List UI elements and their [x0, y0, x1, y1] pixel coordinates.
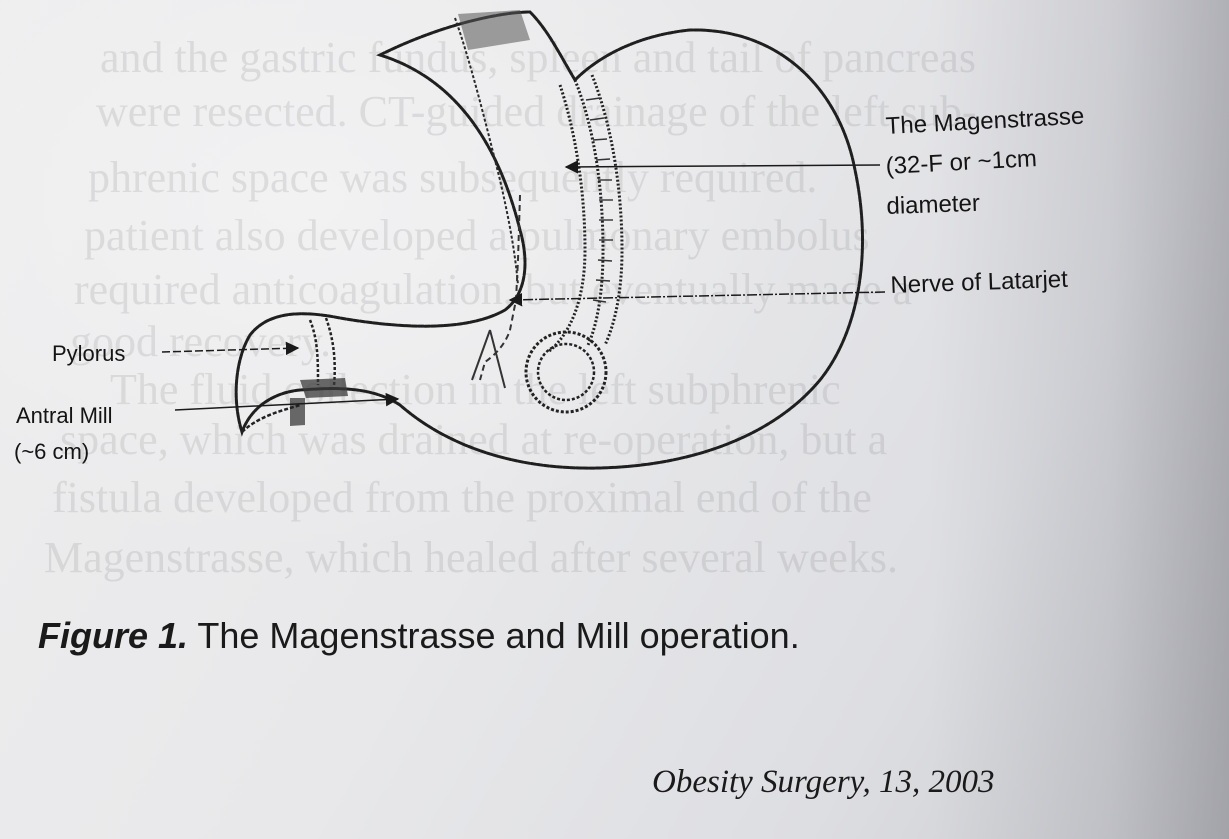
pylorus-leader [162, 348, 298, 352]
antral-mill-shading [300, 378, 348, 398]
citation: Obesity Surgery, 13, 2003 [652, 764, 995, 801]
magenstrasse-leader [566, 165, 880, 167]
antral-mill-label-line1: Antral Mill [16, 402, 113, 429]
magenstrasse-staple-line-inner [575, 80, 603, 345]
esophagus-wall [455, 18, 518, 285]
pylorus-ring-1 [310, 320, 318, 385]
magenstrasse-staple-line-left [548, 85, 585, 352]
nerve-leader [510, 292, 885, 300]
figure-number: Figure 1. [38, 615, 188, 656]
nerve-dashed-line [480, 195, 520, 380]
figure-caption: Figure 1. The Magenstrasse and Mill oper… [38, 615, 800, 657]
esophagus-shading [458, 10, 530, 50]
figure-title: The Magenstrasse and Mill operation. [197, 615, 799, 656]
magenstrasse-label-line3: diameter [886, 190, 980, 220]
antral-mill-shading [290, 398, 305, 426]
magenstrasse-staple-line-right [592, 75, 622, 345]
stomach-outer-outline [236, 12, 862, 468]
pylorus-ring-2 [326, 318, 335, 386]
pylorus-label: Pylorus [52, 340, 125, 367]
circular-window-inner [538, 344, 594, 400]
antral-mill-label-line2: (~6 cm) [14, 438, 89, 465]
